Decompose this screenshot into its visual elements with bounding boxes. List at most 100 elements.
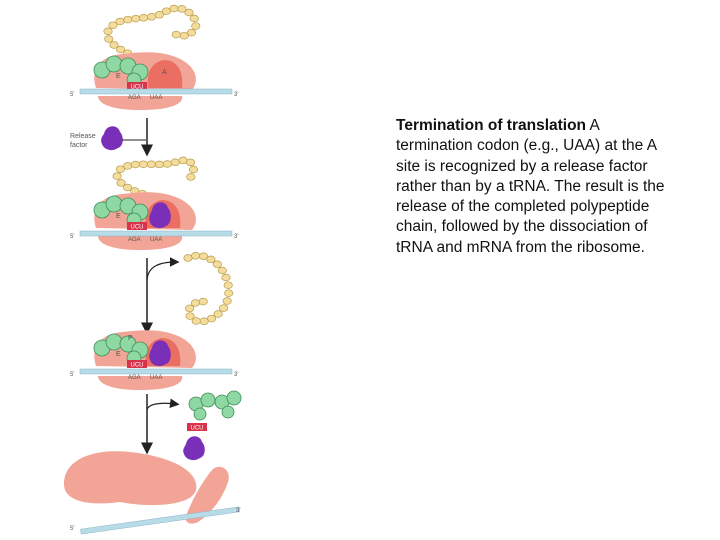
amino-acid-bead xyxy=(154,11,164,19)
five-prime-label: 5' xyxy=(70,526,74,532)
amino-acid-bead xyxy=(221,273,231,282)
ribosome-small-subunit xyxy=(98,376,183,390)
amino-acid-bead xyxy=(169,4,179,13)
three-prime-label: 3' xyxy=(234,372,238,378)
amino-acid-bead xyxy=(108,21,118,29)
released-trna xyxy=(188,390,242,421)
anticodon-box xyxy=(187,423,207,431)
release-arrow xyxy=(146,257,180,281)
amino-acid-bead xyxy=(154,160,164,169)
amino-acid-bead xyxy=(184,8,194,17)
free-ribosome-small-subunit xyxy=(185,466,229,524)
amino-acid-bead xyxy=(218,304,229,312)
amino-acid-bead xyxy=(115,17,125,26)
amino-acid-bead xyxy=(112,172,122,180)
amino-acid-bead xyxy=(138,160,148,168)
mrna-strand xyxy=(79,230,233,237)
release-factor-protein xyxy=(149,340,171,367)
panel-3: UCU E P AGA UAA 5' 3' xyxy=(70,330,238,390)
amino-acid-bead xyxy=(161,7,171,15)
release-factor-label-line2: factor xyxy=(70,142,88,149)
amino-acid-bead xyxy=(190,299,200,307)
trna xyxy=(93,195,149,228)
amino-acid-bead xyxy=(185,312,195,320)
amino-acid-bead xyxy=(199,252,209,261)
site-a-label: A xyxy=(162,69,167,76)
amino-acid-bead xyxy=(199,317,209,326)
amino-acid-bead xyxy=(123,162,133,170)
amino-acid-bead xyxy=(139,14,149,22)
amino-acid-bead xyxy=(123,15,133,24)
amino-acid-bead xyxy=(123,183,133,192)
amino-acid-bead xyxy=(198,297,208,306)
amino-acid-bead xyxy=(162,160,172,168)
dissociation-arrow xyxy=(146,398,180,411)
amino-acid-bead xyxy=(191,22,201,30)
amino-acid-bead xyxy=(188,165,199,174)
amino-acid-bead xyxy=(185,304,195,313)
anticodon-label: UCU xyxy=(131,363,144,369)
site-e-label: E xyxy=(116,73,121,80)
release-factor-protein xyxy=(149,202,171,229)
three-prime-label: 3' xyxy=(236,508,240,514)
codon-a-label: UAA xyxy=(150,237,162,243)
caption-body: A termination codon (e.g., UAA) at the A… xyxy=(396,117,665,256)
amino-acid-bead xyxy=(183,254,193,262)
amino-acid-bead xyxy=(147,13,157,21)
amino-acid-bead xyxy=(170,158,180,167)
amino-acid-bead xyxy=(191,252,201,260)
five-prime-label: 5' xyxy=(70,372,74,378)
panel-1: UCU E A AGA UAA 5' 3' xyxy=(70,4,238,110)
amino-acid-bead xyxy=(103,27,113,36)
codon-a-label: UAA xyxy=(150,375,162,381)
codon-p-label: AGA xyxy=(128,375,141,381)
site-p-label: P xyxy=(128,335,133,342)
anticodon-box xyxy=(127,82,147,90)
amino-acid-bead xyxy=(109,41,119,49)
released-release-factor xyxy=(183,436,205,461)
release-factor-label-line1: Release xyxy=(70,133,96,140)
amino-acid-bead xyxy=(207,314,217,323)
site-e-label: E xyxy=(116,213,121,220)
free-ribosome-large-subunit xyxy=(64,451,197,506)
mrna-strand xyxy=(79,368,233,375)
amino-acid-bead xyxy=(178,156,188,165)
anticodon-box xyxy=(127,360,147,368)
amino-acid-bead xyxy=(213,310,223,318)
free-mrna-strand xyxy=(80,506,240,535)
caption-title: Termination of translation xyxy=(396,117,587,134)
amino-acid-bead xyxy=(115,165,125,173)
amino-acid-bead xyxy=(179,31,189,40)
mrna-strand xyxy=(79,88,233,95)
anticodon-label: UCU xyxy=(191,426,204,432)
amino-acid-bead xyxy=(131,14,141,23)
amino-acid-bead xyxy=(177,5,187,13)
amino-acid-bead xyxy=(189,14,199,23)
anticodon-label: UCU xyxy=(131,225,144,231)
amino-acid-bead xyxy=(222,297,232,305)
amino-acid-bead xyxy=(191,317,201,325)
amino-acid-bead xyxy=(116,179,126,187)
released-polypeptide xyxy=(183,252,234,326)
anticodon-box xyxy=(127,222,147,230)
amino-acid-bead xyxy=(186,28,197,37)
amino-acid-bead xyxy=(146,160,156,169)
panel-2: UCU E AGA UAA 5' 3' xyxy=(70,156,238,250)
amino-acid-bead xyxy=(212,260,222,269)
five-prime-label: 5' xyxy=(70,92,74,98)
amino-acid-bead xyxy=(224,289,234,297)
amino-acid-bead xyxy=(185,158,196,167)
amino-acid-bead xyxy=(186,173,196,181)
five-prime-label: 5' xyxy=(70,234,74,240)
three-prime-label: 3' xyxy=(234,92,238,98)
codon-a-label: UAA xyxy=(150,95,162,101)
ribosome-small-subunit xyxy=(98,236,183,250)
three-prime-label: 3' xyxy=(234,234,238,240)
amino-acid-bead xyxy=(130,160,140,169)
amino-acid-bead xyxy=(217,266,227,275)
codon-p-label: AGA xyxy=(128,237,141,243)
amino-acid-bead xyxy=(206,255,216,264)
release-factor-protein xyxy=(101,126,123,151)
amino-acid-bead xyxy=(171,30,181,39)
